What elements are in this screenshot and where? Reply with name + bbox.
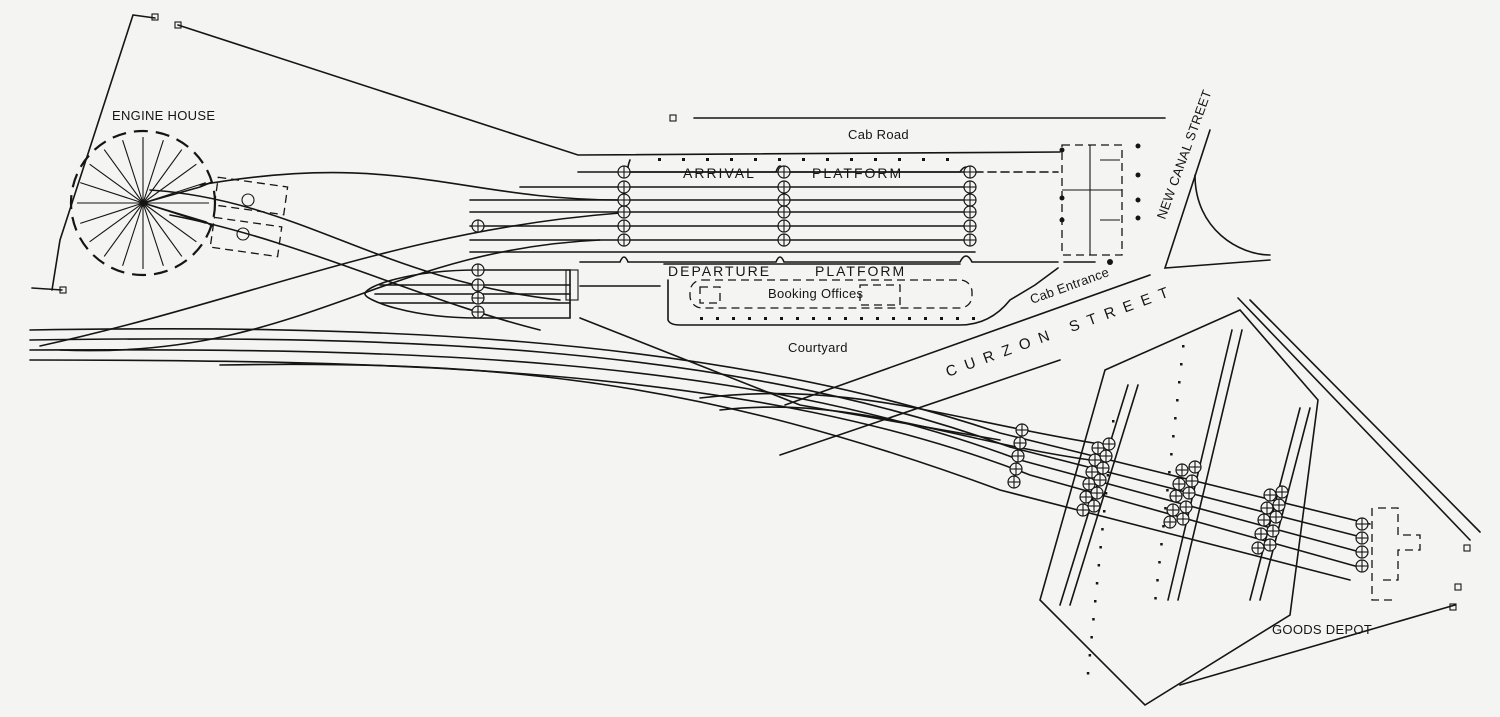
turntable [1079,490,1093,504]
turntable [1088,453,1102,467]
turntable [1257,513,1271,527]
label-departure: DEPARTURE [668,263,771,279]
station-building [1059,143,1141,256]
turntable [1009,462,1023,476]
label-cab-entrance: Cab Entrance [1028,264,1111,307]
turntables [471,165,1369,573]
turntable [777,165,791,179]
turntable [1272,498,1286,512]
turntable [617,180,631,194]
turntable [1176,512,1190,526]
turntable [1090,486,1104,500]
turntable [1015,423,1029,437]
goods-depot [1039,297,1481,707]
turntable [1185,474,1199,488]
turntable [1011,449,1025,463]
label-booking-offices: Booking Offices [768,286,864,301]
turntable [777,219,791,233]
label-cab-road: Cab Road [848,127,909,142]
main-lines [29,171,1371,581]
turntable [1355,559,1369,573]
curzon-street [779,274,1151,456]
booking-offices [689,279,973,309]
turntable [777,180,791,194]
turntable [1260,501,1274,515]
turntable [1163,515,1177,529]
turntable [1355,517,1369,531]
turntable [471,291,485,305]
turntable [1263,538,1277,552]
turntable [1263,488,1277,502]
turntable [617,165,631,179]
turntable [617,219,631,233]
platform-columns [658,158,1185,675]
turntable [1188,460,1202,474]
turntable [617,233,631,247]
turntable [963,219,977,233]
turntable [1013,436,1027,450]
turntable [963,165,977,179]
turntable [1087,499,1101,513]
turntable [1093,473,1107,487]
label-departure-platform: PLATFORM [815,263,906,279]
turntable [471,263,485,277]
turntable [1166,503,1180,517]
turntable [1355,531,1369,545]
label-goods-depot: GOODS DEPOT [1272,622,1372,637]
turntable [617,205,631,219]
turntable [777,233,791,247]
turntable [1275,485,1289,499]
turntable [1179,500,1193,514]
turntable [471,305,485,319]
turntable [1172,477,1186,491]
label-arrival: ARRIVAL [683,165,756,181]
new-canal-street [1163,129,1271,269]
turntable [617,193,631,207]
turntable [1082,477,1096,491]
turntable [963,180,977,194]
label-arrival-platform: PLATFORM [812,165,903,181]
turntable [1096,461,1110,475]
turntable [963,233,977,247]
label-engine-house: ENGINE HOUSE [112,108,215,123]
turntable [1102,437,1116,451]
turntable [1169,489,1183,503]
turntable [777,205,791,219]
turntable [1254,527,1268,541]
label-new-canal-street: NEW CANAL STREET [1154,88,1215,221]
left-boundary [31,13,1061,294]
engine-house [69,129,289,277]
turntable [1269,510,1283,524]
turntable [1355,545,1369,559]
turntable [471,219,485,233]
turntable [963,193,977,207]
turntable [963,205,977,219]
turntable [1266,524,1280,538]
turntable [1175,463,1189,477]
station-tracks [469,159,1113,326]
turntable [777,193,791,207]
turntable [1007,475,1021,489]
turntable [471,278,485,292]
turntable [1076,503,1090,517]
turntable [1099,449,1113,463]
label-courtyard: Courtyard [788,340,848,355]
turntable [1251,541,1265,555]
turntable [1182,486,1196,500]
